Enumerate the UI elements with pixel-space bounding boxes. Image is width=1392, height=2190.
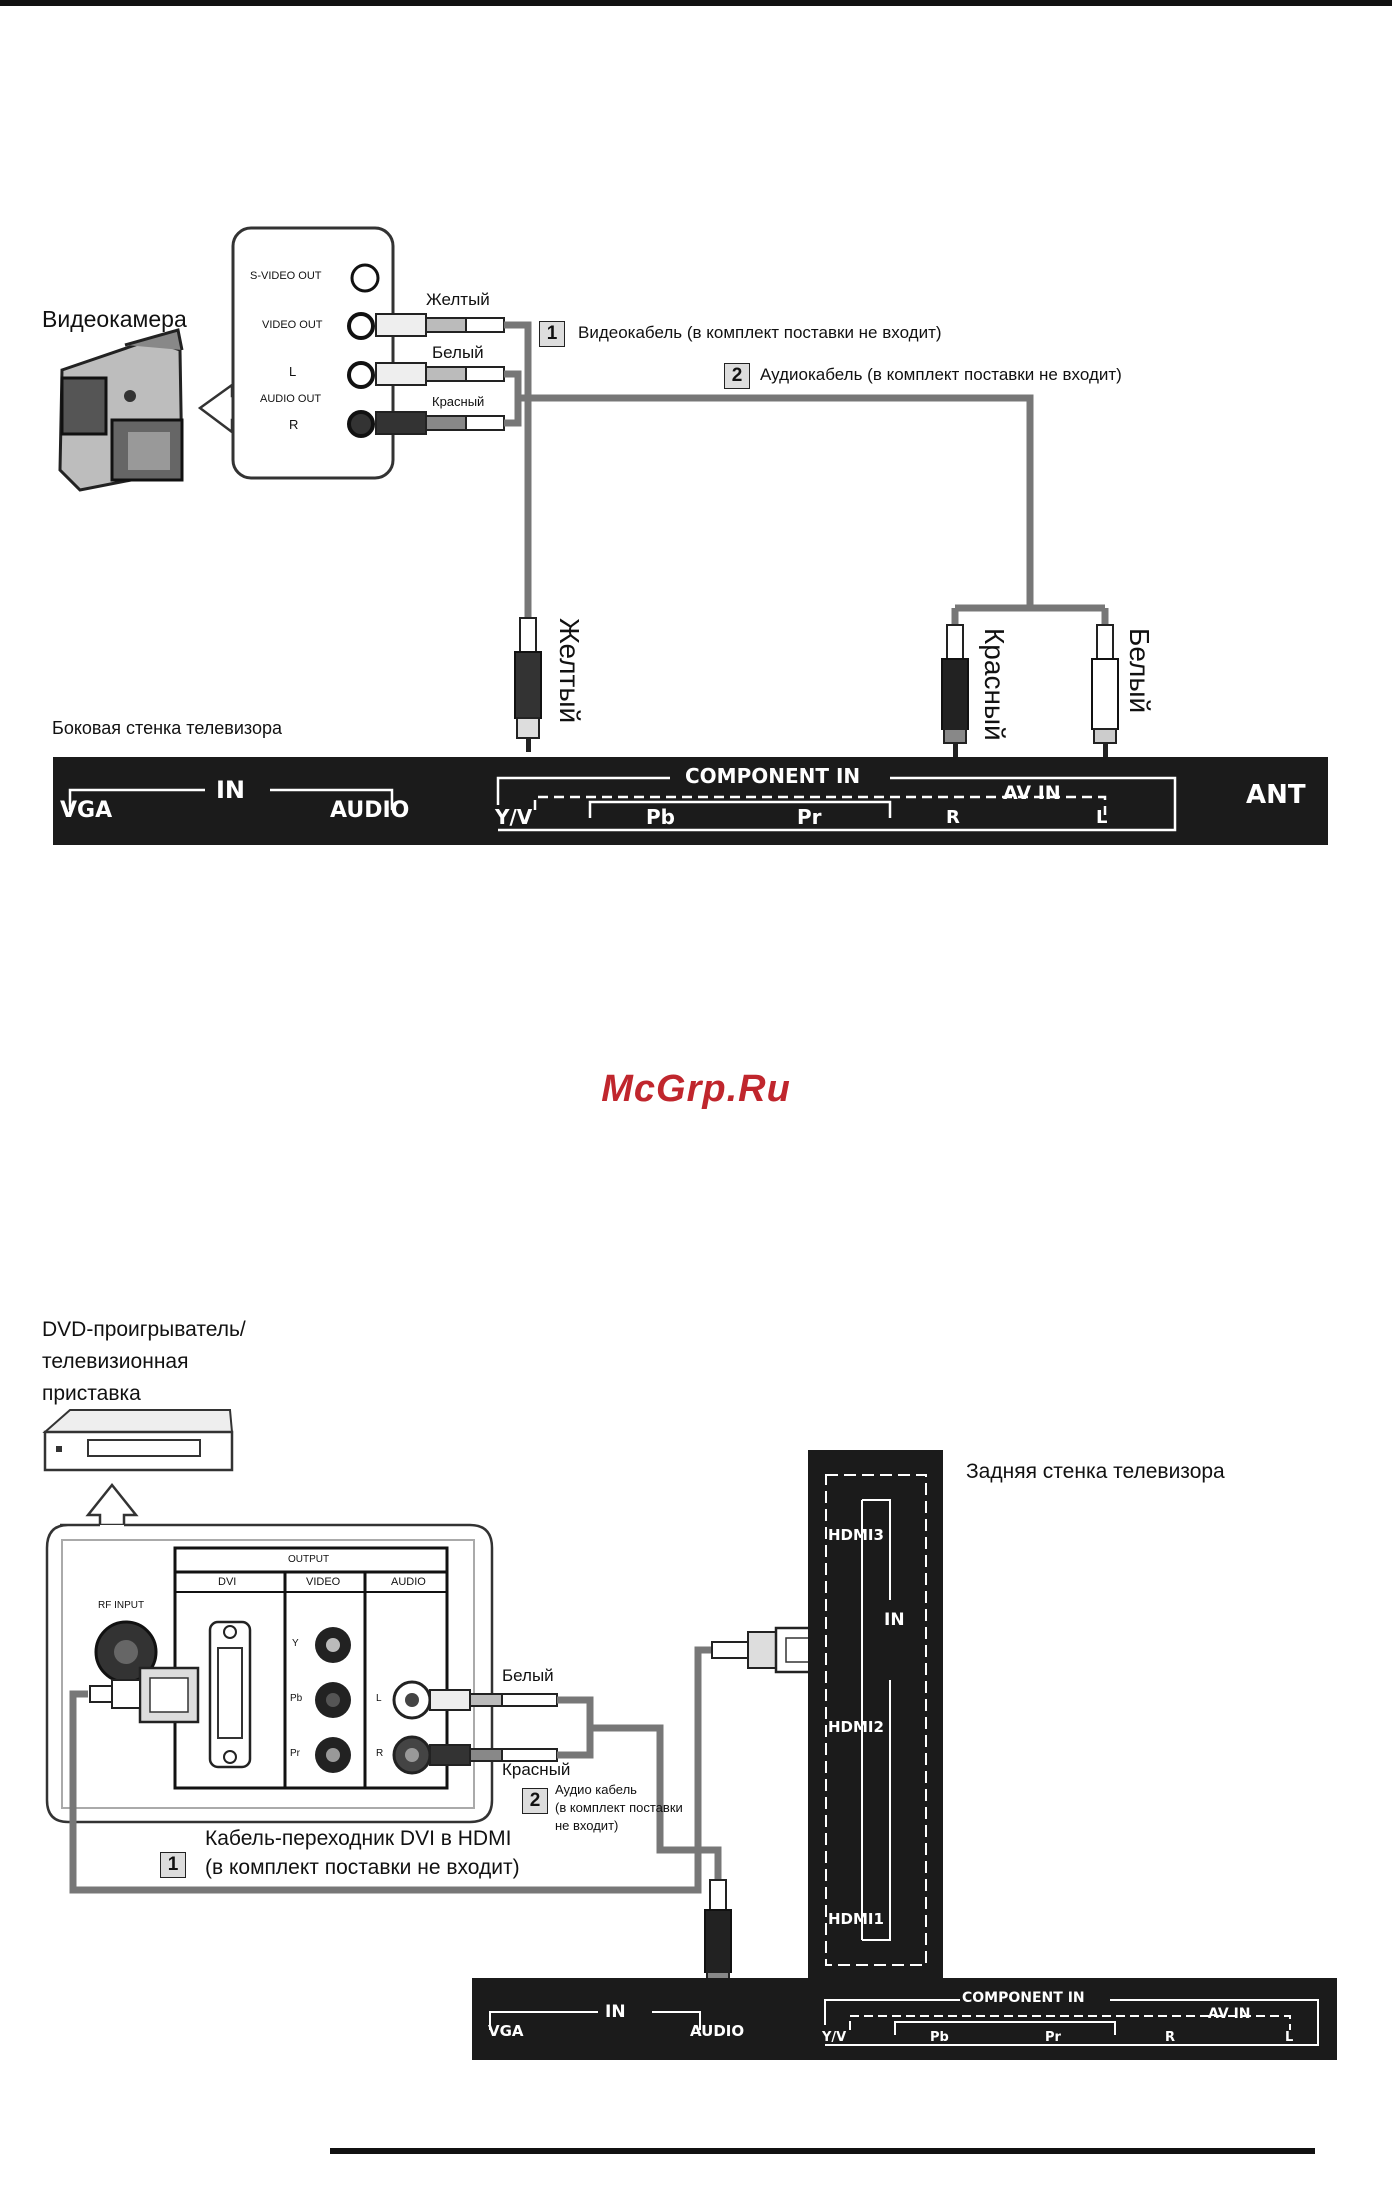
hdmi-plug <box>711 1641 749 1659</box>
video-pr-label: Pr <box>290 1748 300 1759</box>
dvd-arrow <box>85 1482 139 1527</box>
bottom-yv-label: Y/V <box>822 2030 847 2045</box>
video-cable-1 <box>504 321 532 618</box>
audio-r-label: R <box>376 1748 384 1759</box>
camcorder-icon <box>58 328 184 492</box>
rear-in-label: IN <box>884 1610 905 1630</box>
yellow-plug-label: Желтый <box>426 290 490 309</box>
bottom-r-label: R <box>1165 2030 1176 2045</box>
red-vertical-label: Красный <box>979 628 1010 741</box>
camcorder-plugs <box>375 313 505 435</box>
dvi-cable-line-2: (в комплект поставки не входит) <box>205 1856 520 1879</box>
bottom-component-in-label: COMPONENT IN <box>962 1990 1085 2006</box>
side-ant-label: ANT <box>1246 780 1306 810</box>
player-audio-plugs <box>429 1689 558 1766</box>
white-vertical-label: Белый <box>1124 628 1155 714</box>
tv-rear-panel <box>808 1450 943 1980</box>
watermark: McGrp.Ru <box>601 1068 791 1110</box>
audio-left-label: L <box>289 364 297 379</box>
bottom-audio-label: AUDIO <box>690 2022 745 2040</box>
audio-left-jack <box>347 361 375 389</box>
cable-2-label: Аудиокабель (в комплект поставки не вход… <box>760 365 1122 384</box>
bottom-red-plug-label: Красный <box>502 1760 571 1779</box>
white-plug-label: Белый <box>432 343 484 362</box>
audio-cable-line-3: не входит) <box>555 1818 619 1833</box>
dvi-cable-number: 1 <box>160 1852 186 1878</box>
output-label: OUTPUT <box>288 1554 330 1565</box>
audio-label: AUDIO <box>391 1576 426 1588</box>
audio-out-label: AUDIO OUT <box>260 393 322 405</box>
bottom-l-label: L <box>1285 2030 1294 2045</box>
dvd-label-line-3: приставка <box>42 1382 141 1405</box>
dvi-label: DVI <box>218 1576 237 1588</box>
side-in-label: IN <box>216 776 246 804</box>
audio-cable-line-1: Аудио кабель <box>555 1782 637 1797</box>
cable-1-number: 1 <box>539 321 565 347</box>
audio-cable-2 <box>504 370 1105 612</box>
dvd-player-icon <box>42 1409 234 1472</box>
audio-cable-line-2: (в комплект поставки <box>555 1800 683 1815</box>
hdmi3-label: HDMI3 <box>828 1526 884 1544</box>
yellow-vertical-label: Желтый <box>554 618 585 724</box>
bottom-pr-label: Pr <box>1045 2030 1061 2045</box>
video-jack <box>347 312 375 340</box>
bottom-in-label: IN <box>605 2002 626 2022</box>
dvi-cable-line-1: Кабель-переходник DVI в HDMI <box>205 1827 512 1850</box>
top-rule <box>0 0 1392 6</box>
rear-panel-caption: Задняя стенка телевизора <box>966 1460 1225 1483</box>
side-vga-label: VGA <box>60 798 113 823</box>
dvi-hdmi-cable-1 <box>69 1646 712 1894</box>
video-label: VIDEO <box>306 1576 341 1588</box>
dvd-label-line-1: DVD-проигрыватель/ <box>42 1318 246 1341</box>
rf-input-label: RF INPUT <box>98 1600 145 1611</box>
camcorder-label: Видеокамера <box>42 306 187 332</box>
bottom-rule <box>330 2148 1315 2154</box>
side-pr-label: Pr <box>797 805 822 829</box>
side-l-label: L <box>1096 807 1108 828</box>
side-panel-caption: Боковая стенка телевизора <box>52 718 282 738</box>
cable-2-number: 2 <box>724 363 750 389</box>
bottom-av-in-label: AV IN <box>1208 2006 1251 2022</box>
bottom-side-panel-frames <box>489 1999 1319 2046</box>
bottom-side-panel <box>472 1978 1337 2060</box>
bottom-audio-cable-2 <box>557 1696 722 1880</box>
audio-right-jack <box>347 410 375 438</box>
tv-side-plugs <box>514 617 1119 759</box>
side-pb-label: Pb <box>646 805 675 829</box>
video-y-label: Y <box>292 1638 299 1649</box>
side-panel-frames <box>68 776 1177 832</box>
side-av-in-label: AV IN <box>1003 782 1061 804</box>
video-out-label: VIDEO OUT <box>262 319 323 331</box>
side-r-label: R <box>946 807 960 828</box>
svideo-out-label: S-VIDEO OUT <box>250 270 322 282</box>
svideo-jack <box>350 263 380 293</box>
video-pb-label: Pb <box>290 1693 303 1704</box>
side-component-in-label: COMPONENT IN <box>685 764 861 788</box>
hdmi2-label: HDMI2 <box>828 1718 884 1736</box>
cable-1-label: Видеокабель (в комплект поставки не вход… <box>578 323 942 342</box>
audio-l-label: L <box>376 1693 382 1704</box>
bottom-white-plug-label: Белый <box>502 1666 554 1685</box>
red-plug-label: Красный <box>432 394 485 409</box>
bottom-pb-label: Pb <box>930 2030 949 2045</box>
audio-right-label: R <box>289 417 299 432</box>
hdmi1-label: HDMI1 <box>828 1910 884 1928</box>
audio-cable-number: 2 <box>522 1788 548 1814</box>
bottom-vga-label: VGA <box>488 2022 524 2040</box>
dvd-label-line-2: телевизионная <box>42 1350 189 1373</box>
side-audio-label: AUDIO <box>330 798 410 823</box>
side-yv-label: Y/V <box>495 805 533 829</box>
